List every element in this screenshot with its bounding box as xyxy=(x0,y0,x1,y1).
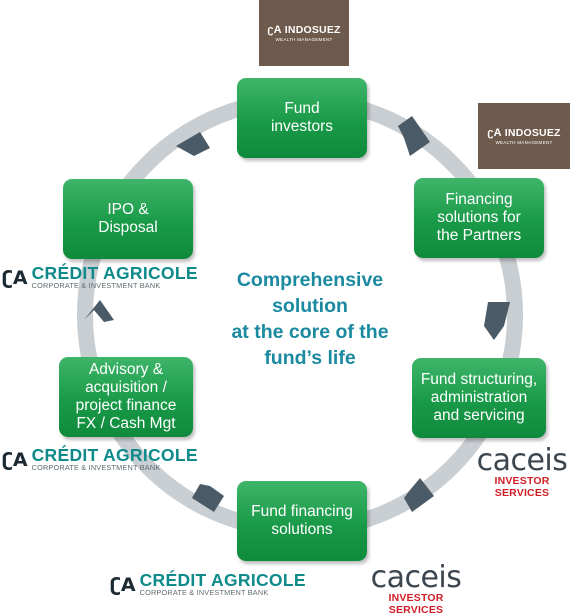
cacib-logo-2: ʗA CRÉDIT AGRICOLE CORPORATE & INVESTMEN… xyxy=(2,445,198,472)
center-title: Comprehensive solution at the core of th… xyxy=(231,269,389,369)
indosuez-sub: WEALTH MANAGEMENT xyxy=(275,37,333,42)
cacib-logo: ʗA CRÉDIT AGRICOLE CORPORATE & INVESTMEN… xyxy=(2,263,198,290)
ca-logo-icon: ʗA xyxy=(2,266,28,289)
cacib-sub: CORPORATE & INVESTMENT BANK xyxy=(31,463,161,472)
step-label: Financing solutions for the Partners xyxy=(436,191,522,244)
step-fund-structuring: Fund structuring, administration and ser… xyxy=(412,358,546,438)
caceis-name: caceis xyxy=(370,560,462,595)
cacib-logo-3: ʗA CRÉDIT AGRICOLE CORPORATE & INVESTMEN… xyxy=(110,570,306,597)
ca-logo-icon: ʗA xyxy=(2,448,28,471)
flow-arrow xyxy=(404,478,434,512)
cacib-name: CRÉDIT AGRICOLE xyxy=(31,445,198,465)
step-label: Fund investors xyxy=(270,100,334,135)
ca-logo-icon: ʗA xyxy=(110,573,136,596)
flow-arrow xyxy=(176,132,210,156)
flow-arrow xyxy=(398,116,430,156)
caceis-logo: caceis INVESTOR SERVICES xyxy=(466,443,578,500)
ca-logo-icon: ʗA xyxy=(487,127,502,139)
indosuez-sub: WEALTH MANAGEMENT xyxy=(495,140,553,145)
caceis-sub: INVESTOR SERVICES xyxy=(494,475,550,499)
step-fund-financing: Fund financing solutions xyxy=(237,481,367,561)
step-label: IPO & Disposal xyxy=(98,201,158,236)
step-label: Fund financing solutions xyxy=(251,503,353,538)
indosuez-name: INDOSUEZ xyxy=(284,24,341,36)
step-financing-partners: Financing solutions for the Partners xyxy=(414,178,544,258)
flow-arrow xyxy=(192,484,224,512)
step-label: Advisory & acquisition / project finance… xyxy=(75,361,177,432)
cacib-sub: CORPORATE & INVESTMENT BANK xyxy=(31,281,161,290)
indosuez-name: INDOSUEZ xyxy=(504,127,561,139)
cacib-sub: CORPORATE & INVESTMENT BANK xyxy=(139,588,269,597)
caceis-name: caceis xyxy=(476,443,568,478)
flow-arrow xyxy=(84,300,114,322)
step-advisory: Advisory & acquisition / project finance… xyxy=(59,357,193,437)
caceis-sub: INVESTOR SERVICES xyxy=(388,592,444,616)
ca-logo-icon: ʗA xyxy=(267,24,282,36)
caceis-logo-2: caceis INVESTOR SERVICES xyxy=(360,560,472,616)
cacib-name: CRÉDIT AGRICOLE xyxy=(139,570,306,590)
step-label: Fund structuring, administration and ser… xyxy=(420,371,538,424)
flow-arrow xyxy=(484,302,510,340)
cacib-name: CRÉDIT AGRICOLE xyxy=(31,263,198,283)
step-fund-investors: Fund investors xyxy=(237,78,367,158)
step-ipo-disposal: IPO & Disposal xyxy=(63,179,193,259)
